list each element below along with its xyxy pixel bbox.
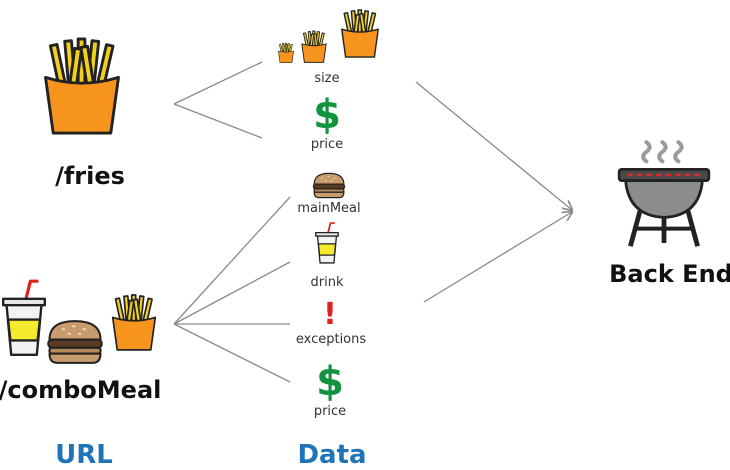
connector-lines: [173, 61, 572, 383]
data-label-exceptions: exceptions: [296, 332, 367, 347]
endpoint-fries-label: /fries: [55, 162, 125, 190]
column-heading-url: URL: [55, 440, 113, 470]
column-heading-data: Data: [297, 440, 366, 470]
fries-icon: [111, 293, 157, 352]
connector-combo-drink: [173, 261, 291, 325]
fries-data-price: $ price: [311, 92, 343, 152]
arrow-fries-to-backend: [415, 81, 572, 210]
connector-fries-price: [173, 103, 263, 139]
data-label-mainmeal: mainMeal: [297, 201, 360, 216]
backend: Back End: [609, 142, 730, 288]
data-label-price: price: [311, 137, 343, 152]
arrow-combo-to-backend: [423, 212, 572, 303]
endpoint-combo-label: /comboMeal: [0, 376, 161, 404]
fries-icon: [43, 37, 121, 135]
combo-data-mainmeal: mainMeal: [297, 172, 361, 216]
data-label-price: price: [314, 404, 346, 419]
fries-sizes-icon: [278, 9, 380, 64]
combo-data-exceptions: ! exceptions: [296, 297, 367, 347]
drink-icon: [1, 279, 47, 357]
endpoint-fries: /fries: [43, 37, 125, 190]
backend-label: Back End: [609, 260, 730, 288]
exclamation-icon: !: [323, 297, 337, 332]
combo-data-drink: drink: [311, 222, 344, 290]
connector-combo-mainmeal: [173, 196, 291, 325]
connector-fries-size: [173, 61, 263, 105]
fries-data-size: size: [278, 9, 380, 86]
combo-data-price: $ price: [314, 359, 346, 419]
dollar-icon: $: [313, 92, 341, 138]
dollar-icon: $: [316, 359, 344, 405]
endpoint-combo: /comboMeal: [0, 279, 161, 404]
grill-icon: [619, 142, 709, 246]
data-label-drink: drink: [311, 275, 344, 290]
burger-icon: [312, 172, 346, 199]
data-label-size: size: [314, 71, 339, 86]
connector-combo-price: [173, 323, 291, 383]
burger-icon: [47, 320, 103, 364]
drink-icon: [314, 222, 340, 264]
